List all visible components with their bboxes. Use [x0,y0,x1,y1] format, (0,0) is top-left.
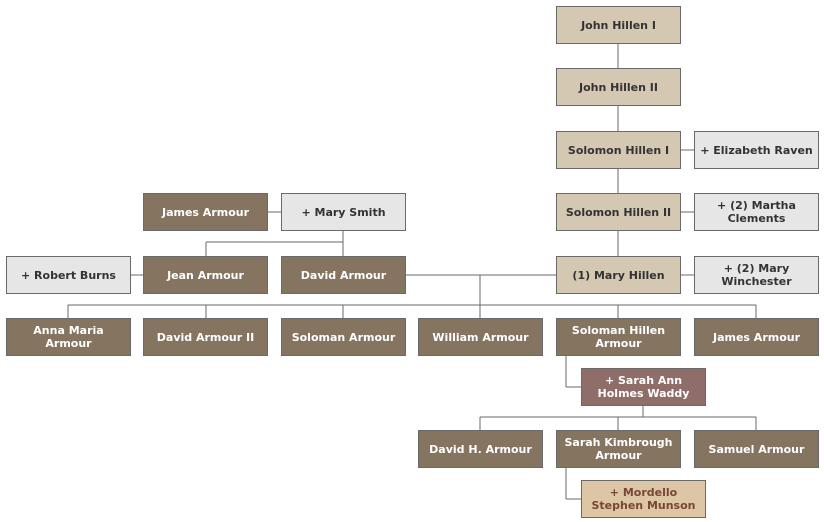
person-mary-hillen[interactable]: (1) Mary Hillen [556,256,681,294]
person-david-armour[interactable]: David Armour [281,256,406,294]
person-solomon-hillen-ii[interactable]: Solomon Hillen II [556,193,681,231]
child-william-armour[interactable]: William Armour [418,318,543,356]
spouse-elizabeth-raven[interactable]: + Elizabeth Raven [694,131,819,169]
person-john-hillen-ii[interactable]: John Hillen II [556,68,681,106]
spouse-robert-burns[interactable]: + Robert Burns [6,256,131,294]
spouse-mordello-stephen-munson[interactable]: + Mordello Stephen Munson [581,480,706,518]
person-solomon-hillen-i[interactable]: Solomon Hillen I [556,131,681,169]
spouse-mary-smith[interactable]: + Mary Smith [281,193,406,231]
child-soloman-hillen-armour[interactable]: Soloman Hillen Armour [556,318,681,356]
grandchild-samuel-armour[interactable]: Samuel Armour [694,430,819,468]
person-james-armour-sr[interactable]: James Armour [143,193,268,231]
grandchild-david-h-armour[interactable]: David H. Armour [418,430,543,468]
spouse-mary-winchester[interactable]: + (2) Mary Winchester [694,256,819,294]
person-john-hillen-i[interactable]: John Hillen I [556,6,681,44]
child-james-armour[interactable]: James Armour [694,318,819,356]
spouse-sarah-ann-holmes-waddy[interactable]: + Sarah Ann Holmes Waddy [581,368,706,406]
child-david-armour-ii[interactable]: David Armour II [143,318,268,356]
child-anna-maria-armour[interactable]: Anna Maria Armour [6,318,131,356]
person-jean-armour[interactable]: Jean Armour [143,256,268,294]
grandchild-sarah-kimbrough-armour[interactable]: Sarah Kimbrough Armour [556,430,681,468]
child-soloman-armour[interactable]: Soloman Armour [281,318,406,356]
spouse-martha-clements[interactable]: + (2) Martha Clements [694,193,819,231]
